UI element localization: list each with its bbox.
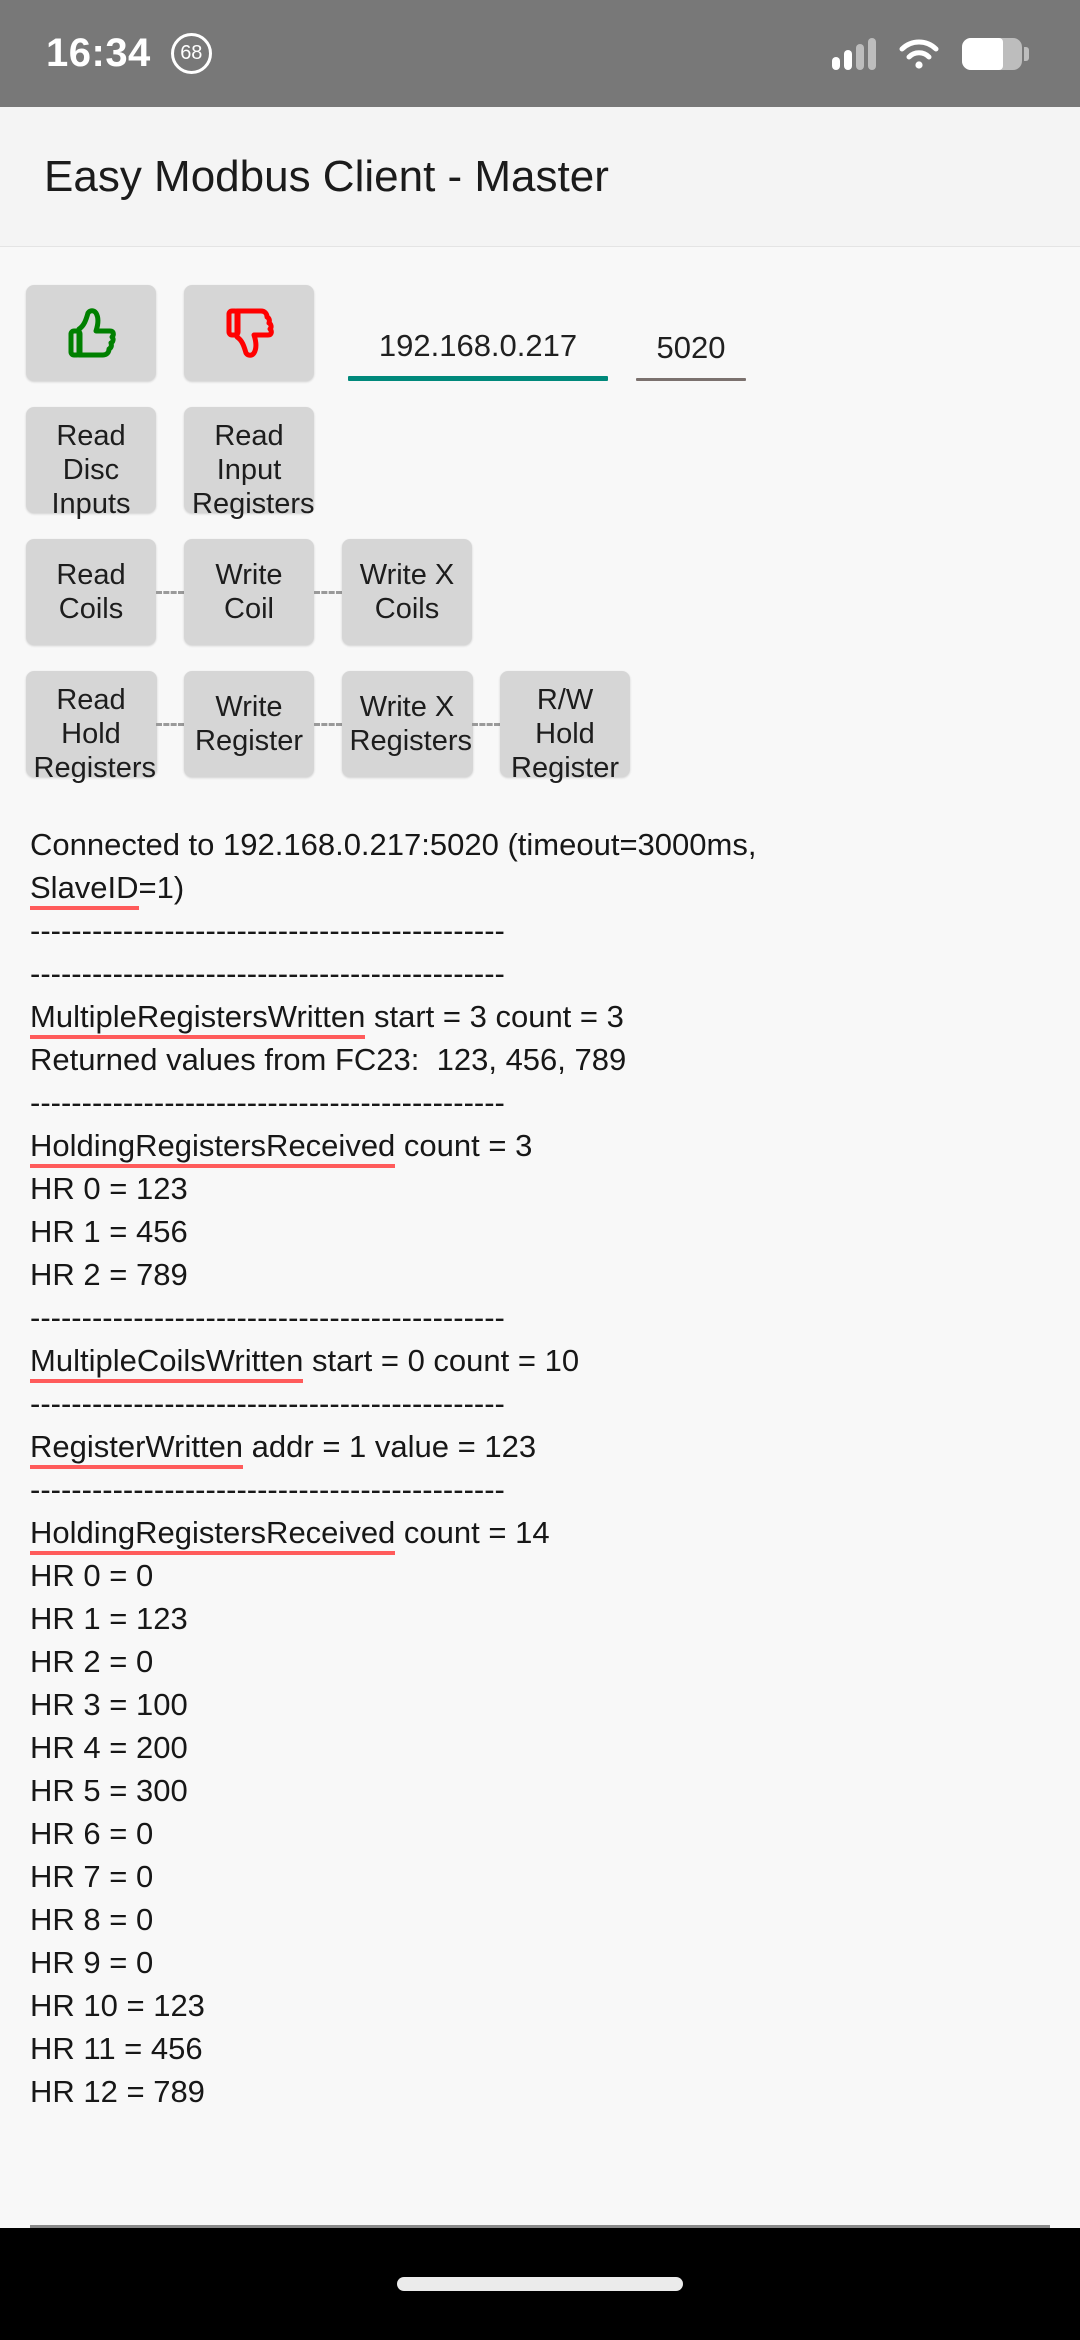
write-coil-button[interactable]: Write Coil xyxy=(184,539,314,645)
connector-dashed-line xyxy=(314,722,342,726)
spellcheck-word: SlaveID xyxy=(30,870,139,910)
spellcheck-word: HoldingRegistersReceived xyxy=(30,1128,396,1168)
thumbs-up-icon xyxy=(59,301,123,365)
status-bar-left: 16:34 68 xyxy=(46,31,212,76)
wifi-icon xyxy=(898,38,940,70)
spellcheck-word: HoldingRegistersReceived xyxy=(30,1515,396,1555)
spellcheck-word: MultipleRegistersWritten xyxy=(30,999,366,1039)
battery-icon xyxy=(962,37,1029,70)
connector-dashed-line xyxy=(314,590,342,594)
system-nav-bar xyxy=(0,2228,1080,2340)
write-coil-slot: Write Coil xyxy=(184,539,314,645)
home-indicator[interactable] xyxy=(397,2277,683,2291)
status-bar-right xyxy=(832,37,1029,70)
thumbs-down-icon xyxy=(217,301,281,365)
page-title: Easy Modbus Client - Master xyxy=(44,151,609,201)
spellcheck-word: RegisterWritten xyxy=(30,1429,244,1469)
connect-button[interactable] xyxy=(26,285,156,381)
connector-dashed-line xyxy=(156,590,184,594)
port-field-underline xyxy=(636,378,746,381)
log-output[interactable]: Connected to 192.168.0.217:5020 (timeout… xyxy=(30,827,766,2109)
status-clock: 16:34 xyxy=(46,31,151,75)
connector-dashed-line xyxy=(156,722,184,726)
status-bar: 16:34 68 xyxy=(0,0,1080,107)
connection-row: 192.168.0.217 5020 xyxy=(26,285,1054,381)
connector-dashed-line xyxy=(472,722,500,726)
port-value: 5020 xyxy=(656,330,726,365)
spellcheck-word: MultipleCoilsWritten xyxy=(30,1343,304,1383)
port-field[interactable]: 5020 xyxy=(636,285,746,381)
signal-bars-icon xyxy=(832,37,876,70)
connect-slot xyxy=(26,285,156,381)
log-bottom-rule xyxy=(30,2225,1050,2228)
disconnect-button[interactable] xyxy=(184,285,314,381)
ip-field-underline xyxy=(348,376,608,381)
ip-address-field[interactable]: 192.168.0.217 xyxy=(348,285,608,381)
app-bar: Easy Modbus Client - Master xyxy=(0,107,1080,247)
battery-percent-badge: 68 xyxy=(170,33,212,74)
ip-address-value: 192.168.0.217 xyxy=(378,328,578,363)
disconnect-slot xyxy=(184,285,314,381)
log-area: Connected to 192.168.0.217:5020 (timeout… xyxy=(26,823,1054,2228)
